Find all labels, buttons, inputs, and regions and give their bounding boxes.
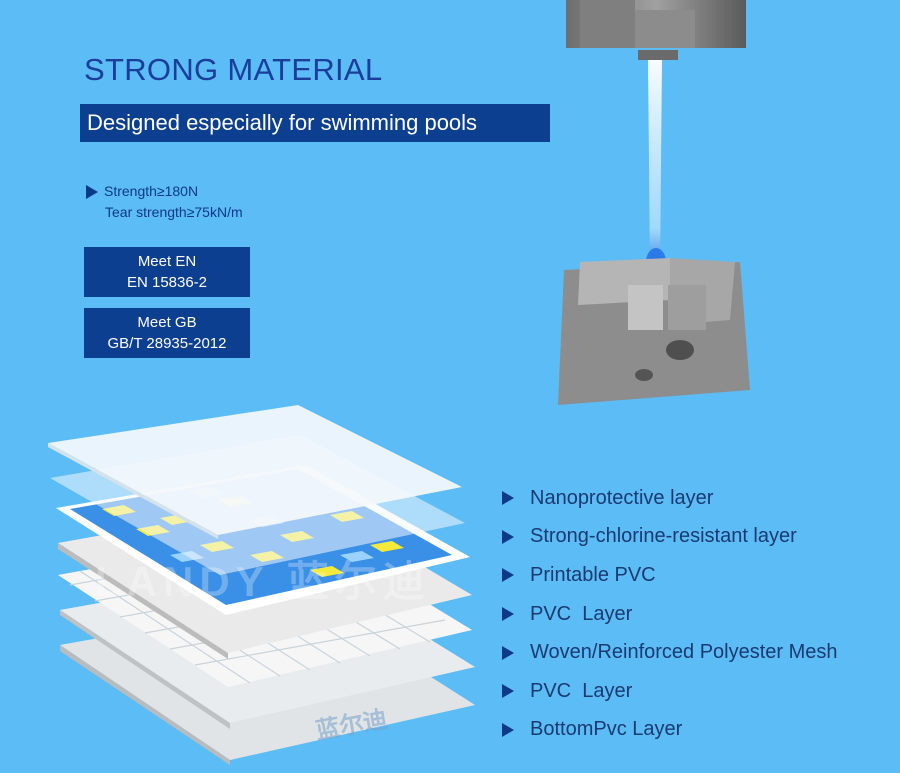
triangle-bullet-icon bbox=[502, 529, 514, 544]
layer-label: PVC Layer bbox=[530, 679, 633, 702]
triangle-bullet-icon bbox=[502, 645, 514, 660]
triangle-bullet-icon bbox=[502, 491, 514, 506]
standard-badge-code: GB/T 28935-2012 bbox=[107, 335, 227, 352]
layer-list: Nanoprotective layer Strong-chlorine-res… bbox=[502, 479, 838, 749]
page-title: STRONG MATERIAL bbox=[84, 52, 383, 87]
tensile-test-machine-illustration bbox=[558, 0, 750, 405]
layer-label: Printable PVC bbox=[530, 563, 656, 586]
spec-tear-strength: Tear strength≥75kN/m bbox=[105, 204, 243, 220]
subtitle-banner: Designed especially for swimming pools bbox=[80, 104, 550, 142]
spec-strength: Strength≥180N bbox=[86, 181, 243, 202]
layer-label: Nanoprotective layer bbox=[530, 486, 714, 509]
layer-item: Nanoprotective layer bbox=[502, 479, 838, 518]
layer-label: BottomPvc Layer bbox=[530, 718, 683, 741]
layer-label: Woven/Reinforced Polyester Mesh bbox=[530, 641, 838, 664]
standard-badge-title: Meet GB bbox=[137, 314, 197, 331]
triangle-bullet-icon bbox=[502, 607, 514, 622]
spec-list: Strength≥180N Tear strength≥75kN/m bbox=[86, 181, 243, 223]
layer-label: Strong-chlorine-resistant layer bbox=[530, 525, 797, 548]
triangle-bullet-icon bbox=[86, 184, 98, 199]
standard-badge-title: Meet EN bbox=[137, 253, 197, 270]
layer-item: Woven/Reinforced Polyester Mesh bbox=[502, 633, 838, 672]
triangle-bullet-icon bbox=[502, 568, 514, 583]
spec-strength-text: Strength≥180N bbox=[104, 183, 199, 199]
triangle-bullet-icon bbox=[502, 722, 514, 737]
standard-badge-en: Meet EN EN 15836-2 bbox=[84, 247, 250, 297]
brand-watermark: LANDY 蓝尔迪 bbox=[95, 548, 431, 609]
watermark-brand: LANDY bbox=[95, 558, 269, 605]
standard-badge-gb: Meet GB GB/T 28935-2012 bbox=[84, 308, 250, 358]
triangle-bullet-icon bbox=[502, 684, 514, 699]
standard-badge-code: EN 15836-2 bbox=[126, 274, 208, 291]
layer-item: Strong-chlorine-resistant layer bbox=[502, 518, 838, 557]
layer-stack-illustration bbox=[48, 405, 475, 765]
layer-item: PVC Layer bbox=[502, 672, 838, 711]
layer-label: PVC Layer bbox=[530, 602, 633, 625]
layer-item: BottomPvc Layer bbox=[502, 711, 838, 750]
layer-item: Printable PVC bbox=[502, 556, 838, 595]
watermark-cn: 蓝尔迪 bbox=[286, 558, 431, 605]
layer-item: PVC Layer bbox=[502, 595, 838, 634]
